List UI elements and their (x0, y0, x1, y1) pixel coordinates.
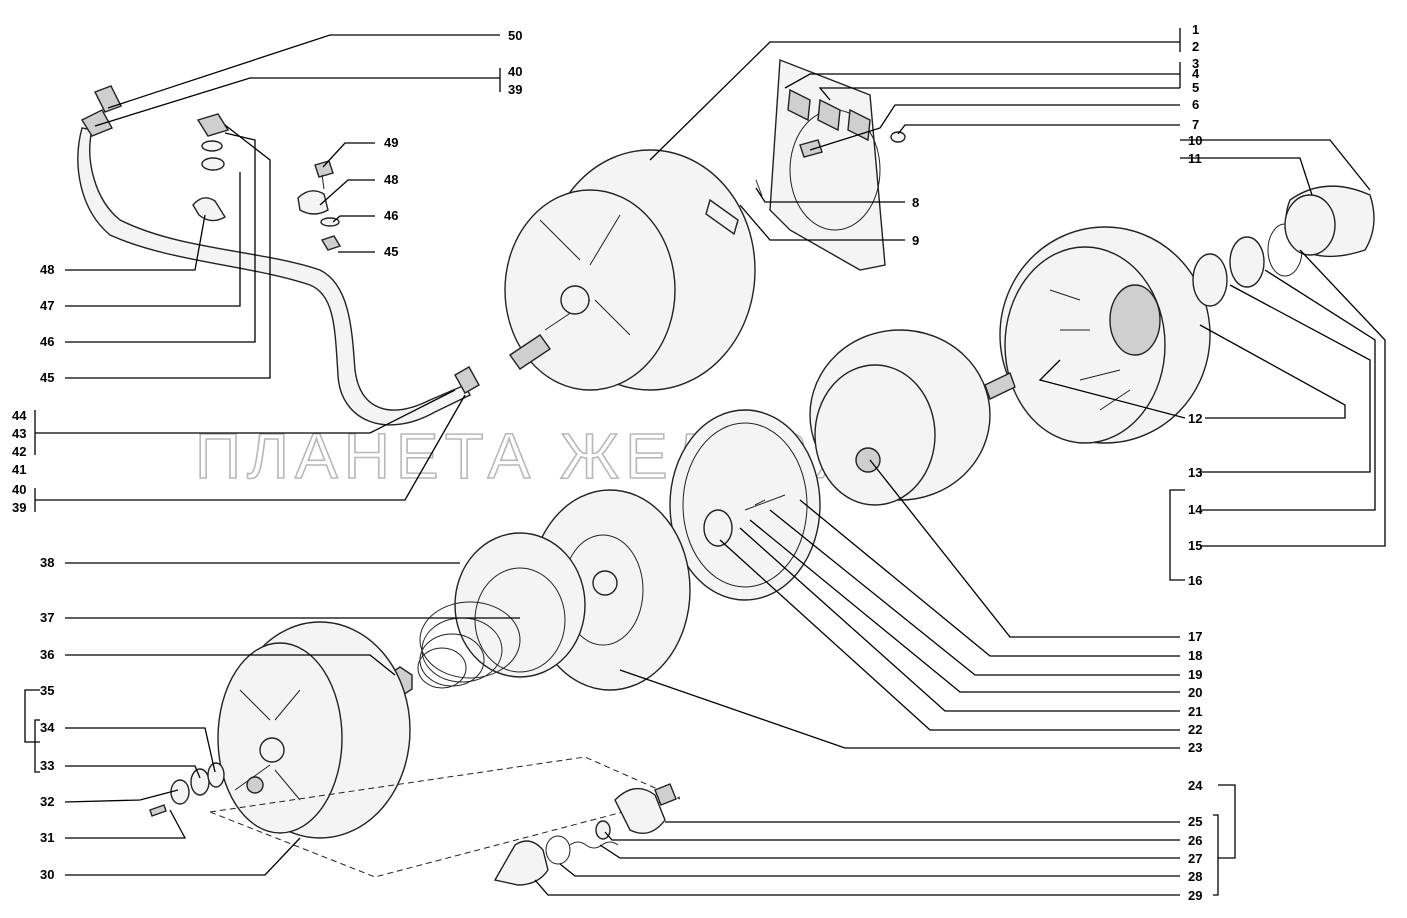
callout-5: 5 (1192, 80, 1199, 95)
rubber-diaphragm (454, 532, 586, 678)
callout-46-right: 46 (384, 208, 398, 223)
callout-41: 41 (12, 462, 26, 477)
callout-6: 6 (1192, 97, 1199, 112)
callout-16: 16 (1188, 573, 1202, 588)
callout-19: 19 (1188, 667, 1202, 682)
callout-44: 44 (12, 408, 27, 423)
callout-23: 23 (1188, 740, 1202, 755)
callout-11: 11 (1188, 151, 1202, 166)
mounting-plate (755, 59, 906, 271)
callout-21: 21 (1188, 704, 1202, 719)
callout-1: 1 (1192, 22, 1199, 37)
callout-26: 26 (1188, 833, 1202, 848)
callout-46-left: 46 (40, 334, 54, 349)
callout-25: 25 (1188, 814, 1202, 829)
callout-31: 31 (40, 830, 54, 845)
callout-33: 33 (40, 758, 54, 773)
callout-labels: 50 40 39 49 48 46 45 48 47 46 45 44 43 4… (12, 22, 1203, 903)
callout-36: 36 (40, 647, 54, 662)
callout-45-right: 45 (384, 244, 398, 259)
diaphragm-ring (669, 409, 821, 601)
callout-39-top: 39 (508, 82, 522, 97)
callout-47: 47 (40, 298, 54, 313)
callout-45-left: 45 (40, 370, 54, 385)
callout-40-left: 40 (12, 482, 26, 497)
callout-3: 3 (1192, 56, 1199, 71)
callout-10: 10 (1188, 133, 1202, 148)
front-seal-set (149, 762, 225, 817)
bolt-clamp-set (297, 160, 342, 251)
callout-35: 35 (40, 683, 54, 698)
callout-4: 4 (1192, 66, 1200, 81)
booster-assembly (504, 149, 756, 391)
callout-7: 7 (1192, 117, 1199, 132)
callout-30: 30 (40, 867, 54, 882)
callout-8: 8 (912, 195, 919, 210)
callout-20: 20 (1188, 685, 1202, 700)
parts-drawing (77, 59, 1375, 886)
valve-body-detail (209, 756, 681, 886)
callout-29: 29 (1188, 888, 1202, 903)
rear-housing (999, 226, 1211, 444)
callout-50: 50 (508, 28, 522, 43)
front-housing (217, 621, 411, 839)
callout-32: 32 (40, 794, 54, 809)
callout-48-left: 48 (40, 262, 54, 277)
callout-18: 18 (1188, 648, 1202, 663)
vacuum-hose (77, 85, 471, 426)
callout-49: 49 (384, 135, 398, 150)
callout-34: 34 (40, 720, 55, 735)
callout-40-top: 40 (508, 64, 522, 79)
callout-15: 15 (1188, 538, 1202, 553)
callout-17: 17 (1188, 629, 1202, 644)
callout-28: 28 (1188, 869, 1202, 884)
callout-22: 22 (1188, 722, 1202, 737)
check-valve (454, 366, 480, 394)
callout-13: 13 (1188, 465, 1202, 480)
callout-37: 37 (40, 610, 54, 625)
clamp-parts-left (192, 113, 230, 222)
callout-48-right: 48 (384, 172, 398, 187)
piston-assembly (809, 329, 1016, 506)
callout-12: 12 (1188, 411, 1202, 426)
callout-14: 14 (1188, 502, 1203, 517)
callout-39-left: 39 (12, 500, 26, 515)
callout-24: 24 (1188, 778, 1203, 793)
callout-38: 38 (40, 555, 54, 570)
leader-lines (24, 28, 1386, 896)
callout-27: 27 (1188, 851, 1202, 866)
callout-2: 2 (1192, 39, 1199, 54)
callout-42: 42 (12, 444, 26, 459)
callout-43: 43 (12, 426, 26, 441)
seal-rings-boot (1192, 185, 1375, 307)
callout-9: 9 (912, 233, 919, 248)
